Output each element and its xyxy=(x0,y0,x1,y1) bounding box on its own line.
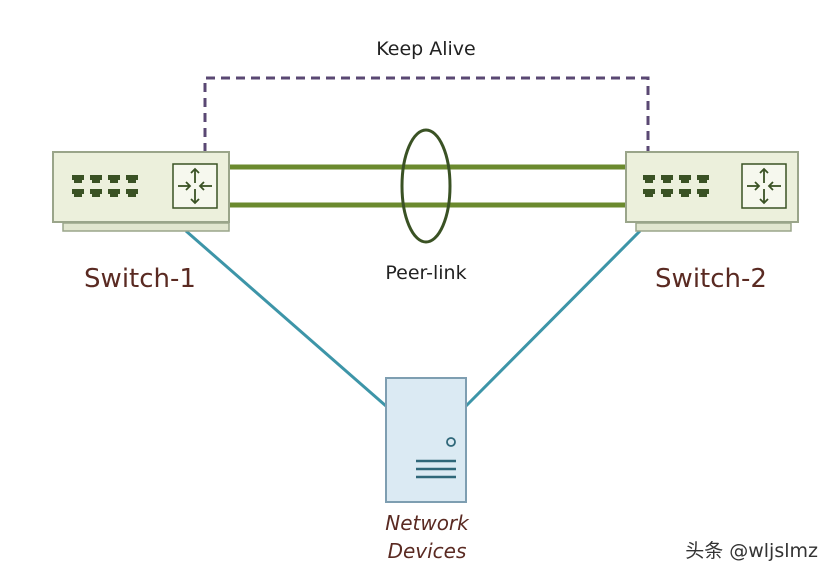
switch-1 xyxy=(52,151,230,232)
peer-link xyxy=(228,128,626,244)
uplink-switch1 xyxy=(185,229,387,408)
ethernet-ports-icon xyxy=(72,175,138,197)
network-devices-label-line1: Network xyxy=(385,511,470,535)
switch-2 xyxy=(625,151,799,232)
server-tower-icon xyxy=(385,377,467,503)
keep-alive-link xyxy=(203,76,650,152)
switch-1-label: Switch-1 xyxy=(84,264,196,294)
routing-arrows-icon xyxy=(741,163,787,209)
uplink-switch2 xyxy=(464,229,642,408)
link-aggregation-ellipse xyxy=(400,128,452,244)
switch-2-label: Switch-2 xyxy=(655,264,767,294)
ethernet-ports-icon xyxy=(643,175,709,197)
watermark: 头条 @wljslmz xyxy=(685,540,818,562)
network-devices-label-line2: Devices xyxy=(388,539,467,563)
peer-link-label: Peer-link xyxy=(385,262,466,284)
keep-alive-label: Keep Alive xyxy=(376,38,475,60)
routing-arrows-icon xyxy=(172,163,218,209)
